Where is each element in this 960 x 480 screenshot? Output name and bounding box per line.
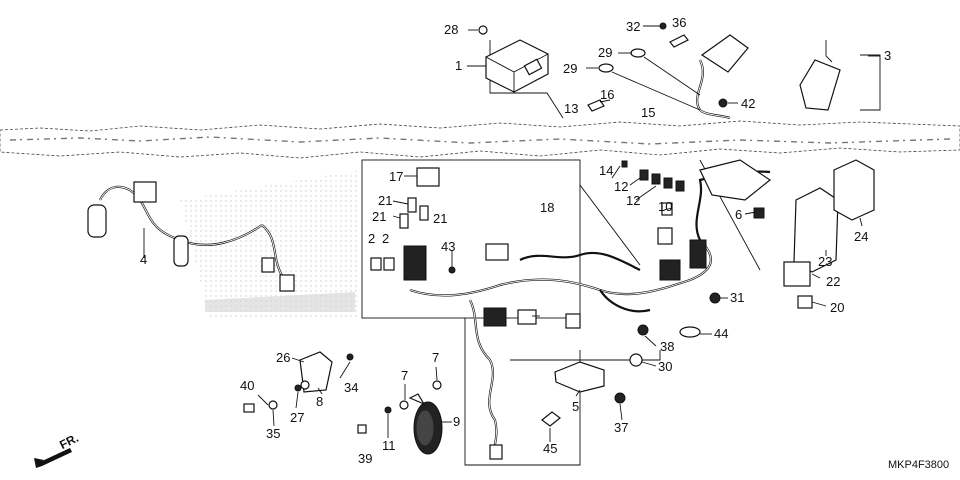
callout-29-b: 29 — [563, 61, 577, 76]
callout-31: 31 — [730, 290, 744, 305]
callout-2-a: 2 — [368, 231, 375, 246]
callout-13: 13 — [564, 101, 578, 116]
bottom-bracket-assembly — [243, 351, 354, 427]
callout-34: 34 — [344, 380, 358, 395]
relay-subassembly — [370, 167, 456, 281]
callout-4: 4 — [140, 252, 147, 267]
callout-21-a: 21 — [378, 193, 392, 208]
callout-7-b: 7 — [401, 368, 408, 383]
leader-lines-right — [532, 165, 863, 367]
callout-8: 8 — [316, 394, 323, 409]
main-harness — [409, 159, 772, 460]
callout-12-b: 12 — [626, 193, 640, 208]
callout-22: 22 — [826, 274, 840, 289]
callout-24: 24 — [854, 229, 868, 244]
callout-11: 11 — [382, 438, 396, 453]
callout-45: 45 — [543, 441, 557, 456]
callout-26: 26 — [276, 350, 290, 365]
callout-3: 3 — [884, 48, 891, 63]
callout-27: 27 — [290, 410, 304, 425]
callout-12-a: 12 — [614, 179, 628, 194]
callout-1: 1 — [455, 58, 462, 73]
torn-scan-band — [0, 120, 960, 159]
callout-7-a: 7 — [432, 350, 439, 365]
callout-35: 35 — [266, 426, 280, 441]
callout-21-b: 21 — [372, 209, 386, 224]
diagram-code: MKP4F3800 — [888, 459, 949, 471]
center-bracket-assembly — [541, 361, 626, 442]
front-direction-arrow: FR. — [34, 431, 81, 468]
right-components — [621, 159, 875, 367]
callout-labels: 28 1 32 36 29 29 16 13 15 42 3 4 17 21 2… — [140, 15, 949, 471]
callout-5: 5 — [572, 399, 579, 414]
callout-42: 42 — [741, 96, 755, 111]
callout-23: 23 — [818, 254, 832, 269]
callout-17: 17 — [389, 169, 403, 184]
callout-6: 6 — [735, 207, 742, 222]
callout-40: 40 — [240, 378, 254, 393]
callout-9: 9 — [453, 414, 460, 429]
callout-2-b: 2 — [382, 231, 389, 246]
callout-14: 14 — [599, 163, 613, 178]
leader-lines-top — [467, 25, 880, 111]
horn-assembly — [357, 366, 452, 455]
callout-39: 39 — [358, 451, 372, 466]
control-unit-part — [485, 39, 549, 93]
callout-30: 30 — [658, 359, 672, 374]
callout-18: 18 — [540, 200, 554, 215]
callout-43: 43 — [441, 239, 455, 254]
callout-15: 15 — [641, 105, 655, 120]
direction-label: FR. — [57, 431, 81, 452]
left-harness — [87, 181, 295, 292]
callout-37: 37 — [614, 420, 628, 435]
callout-29-a: 29 — [598, 45, 612, 60]
upper-right-harness — [696, 34, 841, 120]
callout-28: 28 — [444, 22, 458, 37]
callout-32: 32 — [626, 19, 640, 34]
callout-10: 10 — [658, 199, 672, 214]
callout-20: 20 — [830, 300, 844, 315]
watermark-region — [180, 170, 360, 320]
callout-36: 36 — [672, 15, 686, 30]
small-fasteners-top — [478, 22, 728, 112]
callout-44: 44 — [714, 326, 728, 341]
callout-16: 16 — [600, 87, 614, 102]
callout-38: 38 — [660, 339, 674, 354]
callout-21-c: 21 — [433, 211, 447, 226]
